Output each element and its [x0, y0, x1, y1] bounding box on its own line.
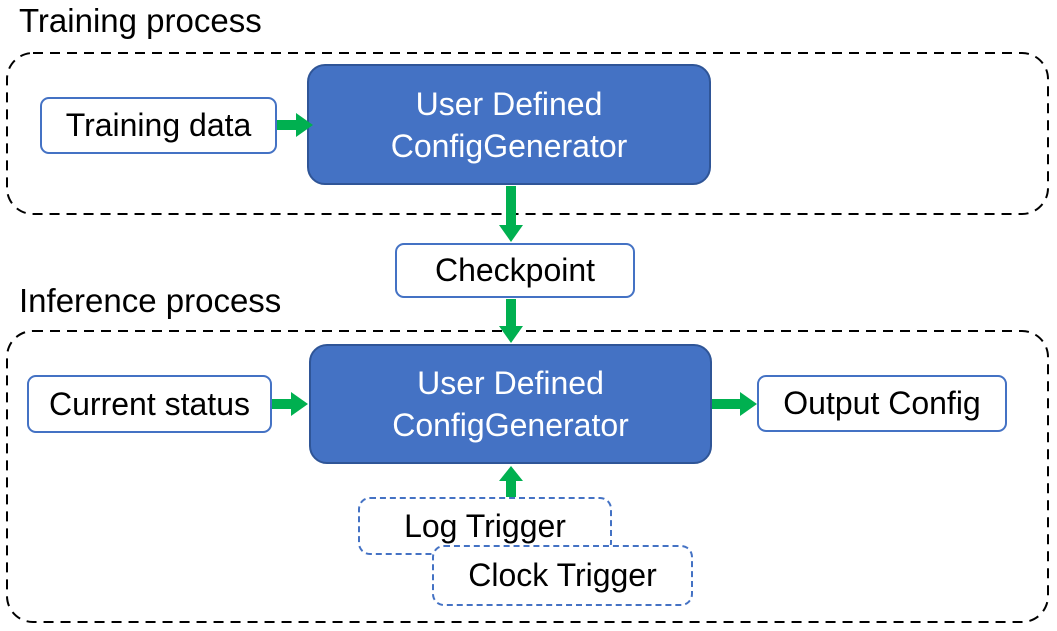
arrow-shaft [506, 480, 516, 497]
output-config-label: Output Config [783, 385, 981, 421]
training-config-generator-line2: ConfigGenerator [390, 127, 628, 164]
arrow-log-trigger-to-generator [499, 466, 523, 497]
inference-config-generator-line1: User Defined [417, 365, 604, 401]
arrow-head [291, 392, 308, 416]
training-config-generator-node: User Defined ConfigGenerator [307, 64, 711, 185]
current-status-node: Current status [27, 375, 272, 433]
arrow-training-data-to-generator [277, 113, 313, 137]
checkpoint-label: Checkpoint [434, 252, 596, 288]
arrow-generator-to-checkpoint [499, 186, 523, 242]
clock-trigger-node: Clock Trigger [432, 545, 693, 606]
inference-config-generator-line2: ConfigGenerator [392, 407, 629, 443]
arrow-head [499, 326, 523, 343]
arrow-head [740, 392, 757, 416]
training-process-container [6, 52, 1049, 215]
arrow-current-status-to-generator [272, 392, 308, 416]
arrow-head [499, 225, 523, 242]
training-data-label: Training data [65, 107, 252, 143]
arrow-shaft [277, 120, 297, 130]
arrow-checkpoint-to-inference-generator [499, 299, 523, 343]
training-data-node: Training data [40, 97, 277, 154]
log-trigger-label: Log Trigger [404, 507, 566, 544]
arrow-shaft [712, 399, 741, 409]
clock-trigger-label: Clock Trigger [468, 557, 657, 593]
arrow-shaft [272, 399, 292, 409]
training-config-generator-line1: User Defined [415, 85, 603, 122]
arrow-shaft [506, 299, 516, 327]
current-status-label: Current status [49, 385, 250, 422]
output-config-node: Output Config [757, 375, 1007, 432]
arrow-head [499, 466, 523, 481]
inference-config-generator-node: User Defined ConfigGenerator [309, 344, 712, 464]
arrow-head [296, 113, 313, 137]
inference-process-label: Inference process [19, 282, 282, 319]
arrow-generator-to-output-config [712, 392, 757, 416]
checkpoint-node: Checkpoint [395, 243, 635, 298]
training-process-label: Training process [19, 2, 262, 39]
inference-process-container [6, 330, 1049, 623]
arrow-shaft [506, 186, 516, 226]
